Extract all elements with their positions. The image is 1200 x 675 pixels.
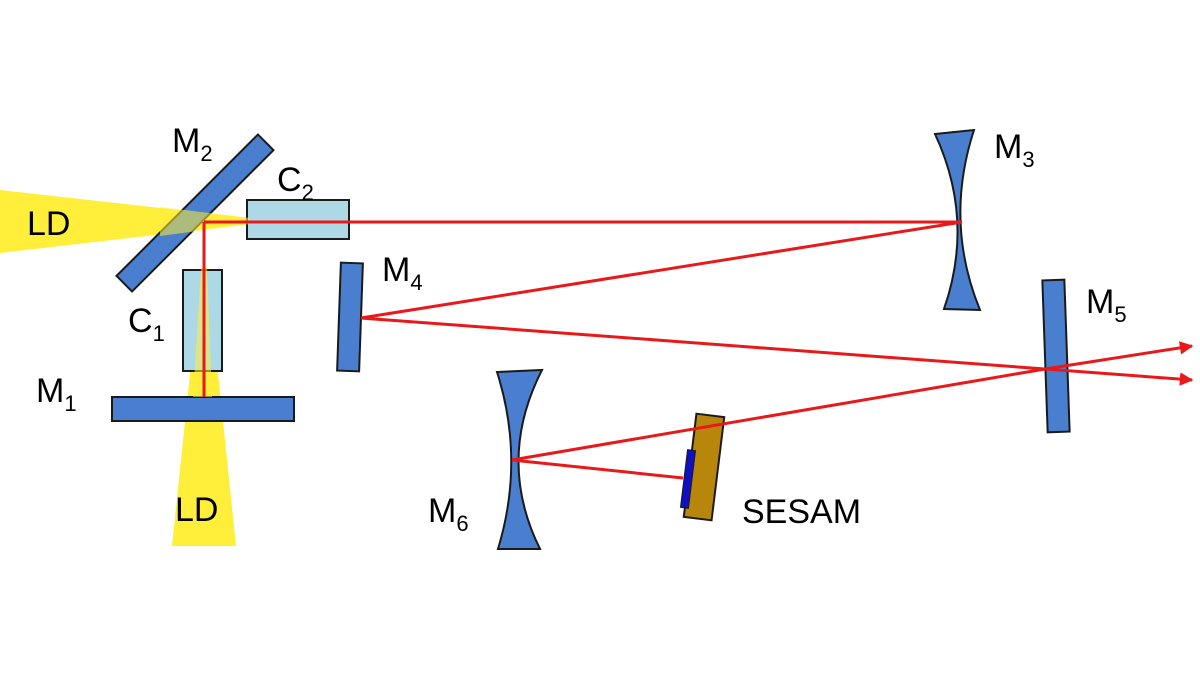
label-m4-base: M — [382, 251, 410, 289]
label-c1: C1 — [128, 302, 165, 346]
mirror-m5 — [1041, 278, 1071, 434]
label-m3-base: M — [994, 128, 1022, 166]
label-m2-base: M — [172, 122, 200, 160]
label-m6-sub: 6 — [456, 511, 468, 536]
output-beam-upper — [1044, 341, 1194, 371]
label-c2-sub: 2 — [302, 180, 314, 205]
label-c2-base: C — [277, 161, 302, 199]
label-m1-base: M — [36, 372, 64, 410]
label-m5-sub: 5 — [1114, 302, 1126, 327]
beam-m4-to-m5 — [360, 316, 1046, 371]
label-c1-base: C — [128, 302, 153, 340]
mirror-m1 — [111, 396, 295, 422]
label-ld-vertical: LD — [175, 491, 218, 529]
beam-m6-to-sesam — [511, 458, 684, 480]
label-m5: M5 — [1086, 283, 1127, 327]
crystal-c2 — [246, 199, 350, 240]
label-m6: M6 — [428, 492, 469, 536]
label-m2-sub: 2 — [200, 141, 212, 166]
beam-m5-to-m6 — [511, 367, 1046, 462]
label-ld-horizontal: LD — [27, 205, 70, 243]
label-m3-sub: 3 — [1022, 147, 1034, 172]
label-m6-base: M — [428, 492, 456, 530]
pump-beam-horizontal — [0, 190, 250, 253]
label-m4-sub: 4 — [410, 270, 422, 295]
label-m3: M3 — [994, 128, 1035, 172]
label-c2: C2 — [277, 161, 314, 205]
mirror-m6 — [495, 368, 544, 550]
laser-beam — [202, 220, 1194, 480]
beam-m3-to-m4 — [360, 220, 963, 320]
label-m2: M2 — [172, 122, 213, 166]
sesam-layer — [679, 449, 697, 509]
label-m5-base: M — [1086, 283, 1114, 321]
label-c1-sub: 1 — [153, 321, 165, 346]
label-m1-sub: 1 — [64, 391, 76, 416]
mirror-m4 — [336, 261, 364, 373]
output-beam-lower — [1044, 367, 1194, 386]
mirror-m3 — [933, 128, 982, 312]
label-sesam: SESAM — [742, 493, 861, 531]
label-m4: M4 — [382, 251, 423, 295]
label-m1: M1 — [36, 372, 77, 416]
